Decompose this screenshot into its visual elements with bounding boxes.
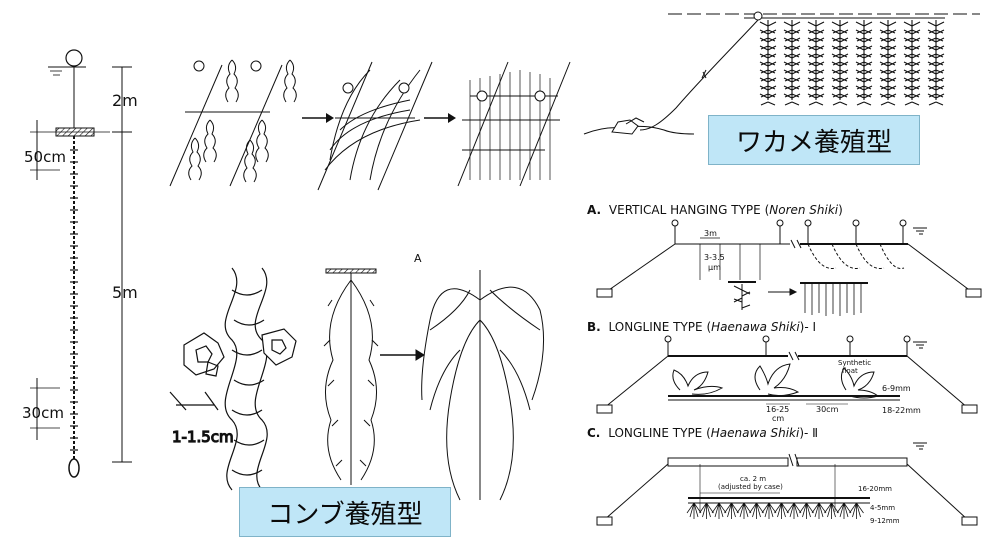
type-c-dim-2m: ca. 2 m (740, 475, 766, 483)
wakame-frond (832, 20, 848, 105)
type-b-dim-18-22mm: 18-22mm (882, 406, 921, 415)
type-c-dim-4-5mm: 4-5mm (870, 504, 895, 512)
depth-label-5m: 5m (112, 283, 138, 302)
kombu-raft-panel-1 (170, 60, 296, 186)
type-a-dim-unit: μm (708, 263, 721, 272)
type-b-float-label-1: Synthetic (838, 359, 871, 367)
type-b-dim-30cm: 30cm (816, 405, 839, 414)
rope-weight-icon (69, 459, 79, 477)
holdfast-strands (787, 503, 801, 519)
wakame-frond (904, 20, 920, 105)
depth-label-2m: 2m (112, 91, 138, 110)
type-a-dim-spacing: 3-3.5 (704, 253, 725, 262)
type-b-title: B. LONGLINE TYPE (Haenawa Shiki)- Ⅰ (587, 320, 816, 334)
type-c-dim-9-12mm: 9-12mm (870, 517, 900, 525)
holdfast-strands (712, 503, 726, 519)
wakame-frond (784, 20, 800, 105)
type-c-dim-adjusted: (adjusted by case) (718, 483, 783, 491)
holdfast-strands (837, 503, 851, 519)
holdfast-strands (687, 503, 701, 519)
float-icon (66, 50, 82, 66)
kombu-raft-panel-2 (318, 62, 432, 190)
kombu-growth-panel: A (324, 252, 544, 500)
holdfast-strands (850, 503, 864, 519)
type-a-title: A. VERTICAL HANGING TYPE (Noren Shiki) (587, 203, 843, 217)
flow-arrow-2 (424, 113, 456, 123)
depth-label-50cm: 50cm (24, 148, 66, 166)
holdfast-strands (725, 503, 739, 519)
holdfast-strands (812, 503, 826, 519)
holdfast-strands (775, 503, 789, 519)
type-b-dim-cm: cm (772, 414, 784, 423)
type-b-diagram: B. LONGLINE TYPE (Haenawa Shiki)- Ⅰ Synt… (587, 320, 977, 423)
spacing-label: 1-1.5cm (172, 428, 234, 446)
wakame-frond (928, 20, 944, 105)
holdfast-strands (750, 503, 764, 519)
holdfast-strands (737, 503, 751, 519)
panel-letter-a: A (414, 252, 422, 265)
wakame-frond (808, 20, 824, 105)
wakame-frond (880, 20, 896, 105)
flow-arrow-1 (302, 113, 334, 123)
kombu-raft-panel-3 (458, 62, 570, 186)
kombu-title: コンブ養殖型 (267, 494, 422, 531)
depth-label-30cm: 30cm (22, 404, 64, 422)
type-c-diagram: C. LONGLINE TYPE (Haenawa Shiki)- Ⅱ ca. … (587, 426, 977, 525)
type-c-dim-16-20mm: 16-20mm (858, 485, 892, 493)
holdfast-strands (762, 503, 776, 519)
wakame-title-box: ワカメ養殖型 (708, 115, 920, 165)
holdfast-strands (825, 503, 839, 519)
type-a-diagram: A. VERTICAL HANGING TYPE (Noren Shiki) 3… (587, 203, 981, 316)
type-b-dim-6-9mm: 6-9mm (882, 384, 911, 393)
kombu-rope-closeup: 1-1.5cm (170, 268, 296, 490)
holdfast-strands (700, 503, 714, 519)
type-c-title: C. LONGLINE TYPE (Haenawa Shiki)- Ⅱ (587, 426, 818, 440)
wakame-frond (856, 20, 872, 105)
type-a-dim-3m: 3m (704, 229, 717, 238)
type-b-dim-16-25: 16-25 (766, 405, 789, 414)
wakame-title: ワカメ養殖型 (736, 122, 892, 159)
kombu-title-box: コンブ養殖型 (239, 487, 451, 537)
kombu-vertical-rope: 2m 5m 50cm 30cm (22, 50, 138, 477)
holdfast-strands (800, 503, 814, 519)
wakame-frond (760, 20, 776, 105)
